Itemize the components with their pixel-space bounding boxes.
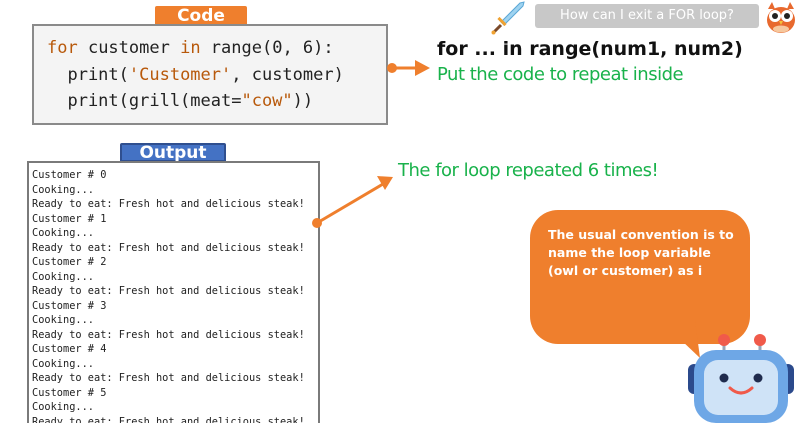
output-line: Cooking... — [32, 401, 94, 413]
code-token: , customer) — [231, 64, 344, 85]
output-line: Cooking... — [32, 183, 94, 196]
output-line: Customer # 2 — [32, 256, 107, 268]
code-token: print(grill(meat= — [47, 91, 242, 111]
code-line: for customer in range(0, 6): — [47, 35, 386, 62]
output-arrow — [312, 176, 393, 228]
convention-tip-text: The usual convention is to name the loop… — [548, 227, 734, 278]
output-line: Ready to eat: Fresh hot and delicious st… — [32, 241, 305, 254]
code-token: customer — [77, 38, 181, 58]
code-arrow — [387, 60, 430, 76]
code-token: 'Customer' — [128, 64, 232, 85]
code-block: for customer in range(0, 6): print('Cust… — [32, 24, 388, 125]
code-token: "cow" — [241, 91, 293, 111]
output-line: Cooking... — [32, 357, 94, 370]
output-line: Customer # 4 — [32, 343, 107, 355]
speech-bubble — [530, 210, 750, 344]
output-line: Cooking... — [32, 314, 94, 326]
code-label: Code — [155, 6, 247, 26]
output-line: Customer # 0 — [32, 169, 107, 181]
robot-mascot-icon — [688, 334, 794, 423]
output-line: Ready to eat: Fresh hot and delicious st… — [32, 285, 305, 297]
output-line: Ready to eat: Fresh hot and delicious st… — [32, 415, 305, 423]
range-syntax-text: for ... in range(num1, num2) — [437, 38, 743, 60]
output-line: Ready to eat: Fresh hot and delicious st… — [32, 328, 305, 341]
output-line: Ready to eat: Fresh hot and delicious st… — [32, 198, 305, 210]
code-token: in — [180, 38, 201, 58]
output-console: Customer # 0 Cooking... Ready to eat: Fres… — [27, 161, 320, 423]
code-token: )) — [292, 91, 314, 111]
code-token: print( — [47, 64, 129, 85]
owl-icon — [767, 2, 795, 33]
output-line: Ready to eat: Fresh hot and delicious st… — [32, 372, 305, 384]
output-line: Customer # 5 — [32, 386, 107, 399]
code-token: range(0, 6): — [200, 38, 334, 58]
code-line: print('Customer', customer) — [47, 62, 386, 89]
repeat-note-text: Put the code to repeat inside — [437, 64, 684, 85]
speech-bubble-tail — [660, 320, 700, 358]
output-line: Cooking... — [32, 270, 94, 283]
code-line: print(grill(meat="cow")) — [47, 88, 386, 115]
code-token: for — [47, 38, 78, 58]
question-button[interactable]: How can I exit a FOR loop? — [535, 4, 759, 28]
output-line: Cooking... — [32, 227, 94, 239]
loop-count-note: The for loop repeated 6 times! — [398, 160, 659, 181]
output-line: Customer # 3 — [32, 299, 107, 312]
output-line: Customer # 1 — [32, 212, 107, 225]
sword-icon — [491, 1, 525, 35]
